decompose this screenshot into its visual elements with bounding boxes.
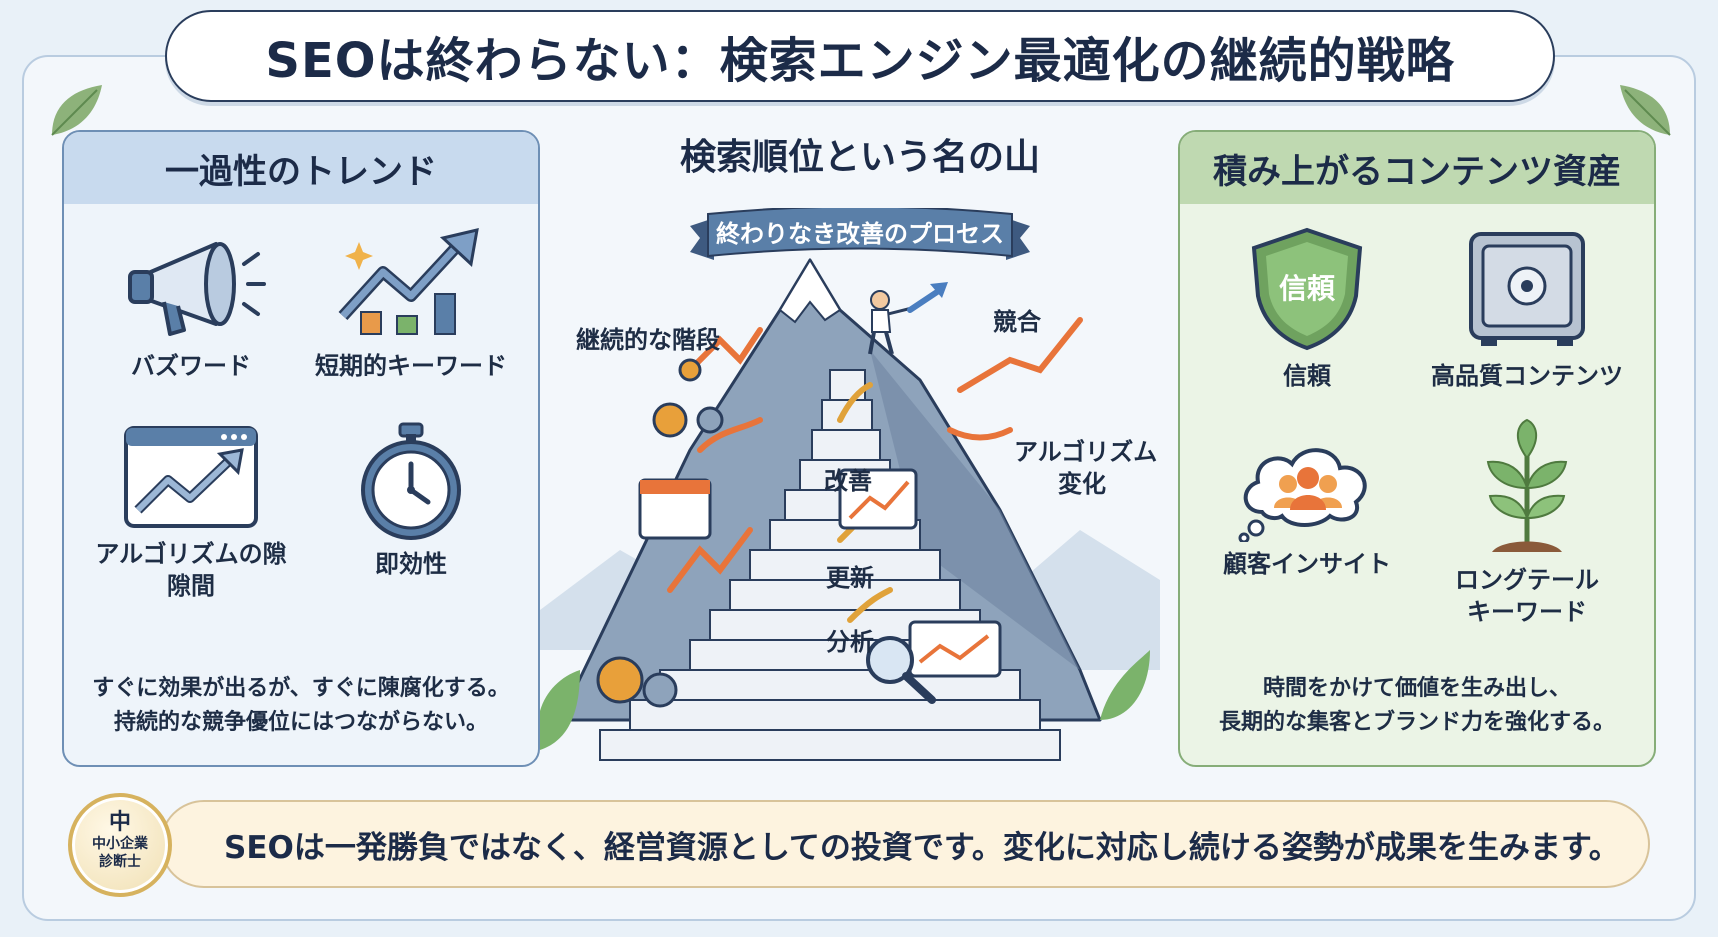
buzzword-label: バズワード	[131, 352, 251, 380]
algorithm-gap-item: アルゴリズムの隙 隙間	[86, 422, 296, 602]
page-title: SEOは終わらない：検索エンジン最適化の継続的戦略	[265, 33, 1455, 89]
megaphone-icon	[128, 242, 266, 336]
trust-item: 信頼 信頼	[1202, 224, 1412, 392]
short-keyword-label: 短期的キーワード	[315, 352, 507, 380]
leaf-decoration-right	[1620, 85, 1671, 136]
mountain-heading: 検索順位という名の山	[679, 137, 1040, 178]
quality-content-item: 高品質コンテンツ	[1422, 224, 1632, 392]
short-keyword-item: 短期的キーワード	[306, 224, 516, 382]
footer-message: SEOは一発勝負ではなく、経営資源としての投資です。変化に対応し続ける姿勢が成果…	[224, 829, 1620, 866]
people-thought-icon	[1238, 448, 1367, 542]
customer-insight-label: 顧客インサイト	[1223, 550, 1391, 578]
stairs-label: 継続的な階段	[576, 326, 720, 354]
leaf-decoration-left	[51, 85, 102, 136]
improve-label: 改善	[824, 467, 872, 495]
shield-icon: 信頼	[1251, 227, 1363, 351]
algorithm-label-1: アルゴリズム	[1014, 438, 1158, 466]
seal-line-2: 診断士	[99, 854, 141, 870]
safe-icon	[1469, 232, 1585, 346]
trends-panel-heading: 一過性のトレンド	[64, 132, 538, 204]
browser-chart-icon	[124, 426, 258, 528]
buzzword-item: バズワード	[86, 224, 296, 382]
update-label: 更新	[826, 564, 874, 592]
immediacy-label: 即効性	[375, 550, 447, 578]
assets-panel-heading: 積み上がるコンテンツ資産	[1180, 132, 1654, 204]
customer-insight-item: 顧客インサイト	[1202, 432, 1412, 580]
competition-label: 競合	[993, 308, 1041, 336]
assets-note-1: 時間をかけて価値を生み出し、	[1262, 676, 1571, 701]
trends-panel: 一過性のトレンド バズワード 短期的キーワード	[62, 130, 540, 767]
ribbon-text: 終わりなき改善のプロセス	[716, 220, 1004, 248]
trend-arrow-icon	[338, 228, 479, 335]
trust-label: 信頼	[1283, 362, 1331, 390]
immediacy-item: 即効性	[306, 422, 516, 580]
footer-message-bar: SEOは一発勝負ではなく、経営資源としての投資です。変化に対応し続ける姿勢が成果…	[160, 800, 1650, 888]
quality-content-label: 高品質コンテンツ	[1431, 362, 1623, 390]
algorithm-gap-label: アルゴリズムの隙 隙間	[95, 540, 287, 600]
trends-note-1: すぐに効果が出るが、すぐに陳腐化する。	[92, 676, 510, 701]
shield-text: 信頼	[1279, 272, 1336, 305]
analysis-label: 分析	[826, 628, 874, 656]
ribbon-banner	[690, 208, 1030, 260]
stopwatch-icon	[361, 422, 461, 540]
seal-mark: 中	[108, 810, 131, 835]
mountain-illustration	[540, 258, 1160, 761]
trends-note-2: 持続的な競争優位にはつながらない。	[113, 710, 488, 735]
assets-panel: 積み上がるコンテンツ資産 信頼 信頼 高品質コンテンツ 顧客インサイト	[1178, 130, 1656, 767]
seal-line-1: 中小企業	[92, 836, 148, 852]
longtail-item: ロングテール キーワード	[1422, 418, 1632, 628]
assets-note-2: 長期的な集客とブランド力を強化する。	[1218, 710, 1615, 735]
sprout-icon	[1486, 418, 1568, 552]
certification-seal: 中 中小企業 診断士	[68, 793, 172, 897]
title-banner: SEOは終わらない：検索エンジン最適化の継続的戦略	[165, 10, 1555, 102]
algorithm-label-2: 変化	[1058, 470, 1106, 498]
longtail-label: ロングテール キーワード	[1455, 566, 1599, 626]
